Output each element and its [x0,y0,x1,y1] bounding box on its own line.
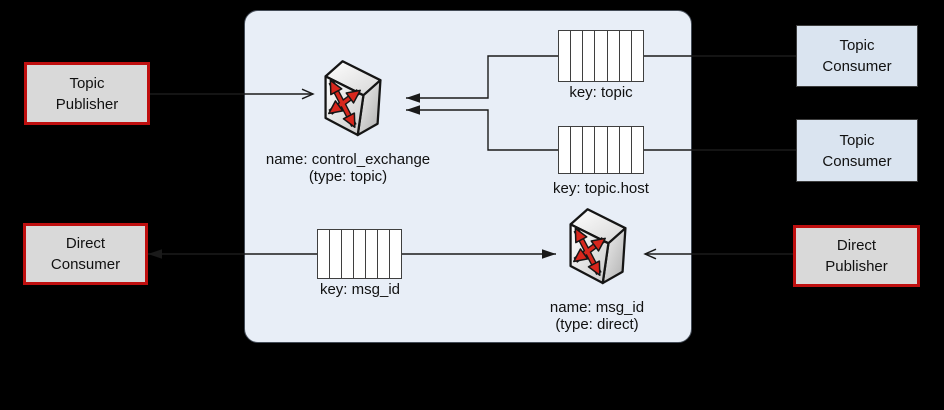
queue-cell [559,127,572,173]
queue-msg-id-label: key: msg_id [319,281,401,298]
control-exchange-icon [324,60,382,137]
queue-cell [354,230,366,278]
topic-consumer-2-label: Topic Consumer [822,131,892,170]
arrowhead-direct-publisher-to-direct-exchange [643,248,657,260]
topic-consumer-2-node: Topic Consumer [796,119,918,182]
direct-consumer-node: Direct Consumer [23,223,148,285]
queue-cell [595,127,608,173]
direct-consumer-label: Direct Consumer [50,235,121,273]
queue-cell [571,31,584,81]
direct-exchange-label: name: msg_id (type: direct) [549,299,645,333]
queue-cell [595,31,608,81]
queue-msg-id-icon [317,229,402,279]
control-exchange-label: name: control_exchange (type: topic) [265,151,431,185]
topic-publisher-node: Topic Publisher [24,62,150,125]
queue-cell [330,230,342,278]
queue-cell [632,31,643,81]
queue-cell [571,127,584,173]
queue-cell [620,127,632,173]
topic-publisher-label: Topic Publisher [55,74,119,113]
topic-consumer-1-node: Topic Consumer [796,25,918,87]
queue-topic-host-label: key: topic.host [553,180,649,197]
queue-cell [318,230,330,278]
queue-cell [366,230,378,278]
arrowhead-queue-topic-host-to-control-exchange [406,105,420,115]
arrowhead-queue-msg-id-to-direct-consumer [148,249,162,259]
queue-cell [583,127,596,173]
arrowhead-queue-msg-id-to-direct-exchange [542,249,556,259]
queue-topic-label: key: topic [569,84,633,101]
queue-cell [583,31,596,81]
arrowhead-queue-topic-to-control-exchange [406,93,420,103]
edge-queue-topic-host-to-control-exchange [406,109,558,151]
direct-publisher-label: Direct Publisher [825,237,888,275]
arrowhead-topic-publisher-to-control-exchange [301,88,315,100]
queue-cell [608,127,620,173]
queue-cell [378,230,390,278]
queue-cell [342,230,354,278]
queue-cell [620,31,632,81]
queue-cell [608,31,620,81]
direct-publisher-node: Direct Publisher [793,225,920,287]
queue-topic-icon [558,30,644,82]
topic-consumer-1-label: Topic Consumer [822,37,892,75]
queue-cell [559,31,572,81]
edge-queue-topic-to-control-exchange [406,55,558,99]
queue-cell [390,230,401,278]
queue-cell [632,127,643,173]
queue-topic-host-icon [558,126,644,174]
direct-exchange-icon [569,208,627,285]
